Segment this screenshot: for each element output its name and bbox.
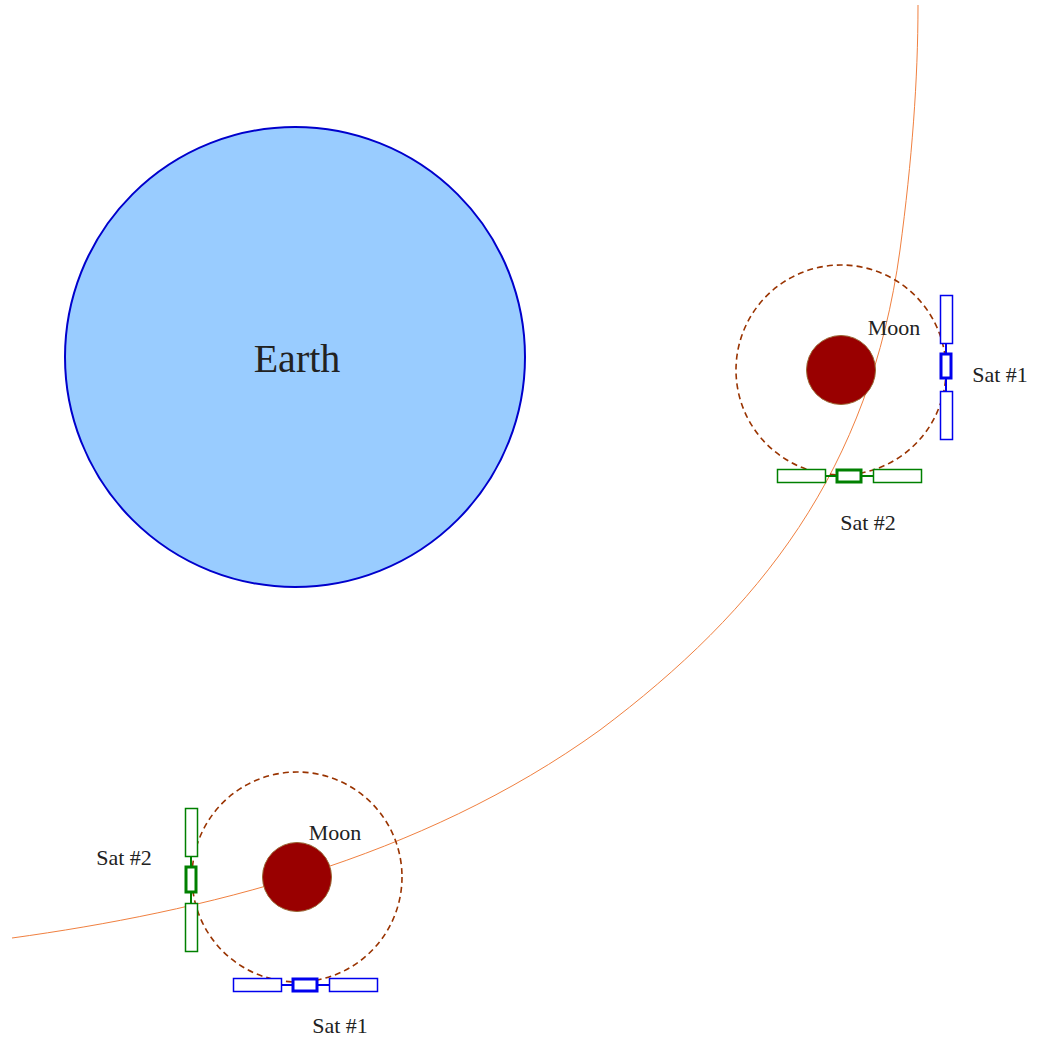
satellite-symbol	[778, 470, 922, 483]
moon-circle: Moon	[806, 335, 876, 405]
satellite: Sat #1	[228, 973, 383, 1035]
satellite: Sat #2	[80, 803, 205, 956]
satellite-orbit	[736, 265, 946, 475]
satellite-orbit	[192, 772, 402, 982]
satellite: Sat #1	[936, 290, 1046, 444]
satellite-label: Sat #2	[840, 511, 896, 535]
satellite: Sat #2	[772, 462, 927, 537]
moon-label: Moon	[868, 316, 921, 340]
planet-label: Earth	[254, 337, 341, 381]
moon-label: Moon	[309, 821, 362, 845]
earth-circle: Earth	[64, 126, 526, 588]
moon-orbit	[12, 5, 918, 938]
moon-circle: Moon	[262, 842, 332, 912]
satellite-symbol	[941, 296, 953, 440]
satellite-label: Sat #1	[312, 1014, 368, 1037]
satellite-label: Sat #2	[96, 846, 152, 870]
satellite-symbol	[234, 979, 378, 992]
satellite-label: Sat #1	[972, 363, 1028, 387]
satellite-symbol	[186, 809, 198, 952]
